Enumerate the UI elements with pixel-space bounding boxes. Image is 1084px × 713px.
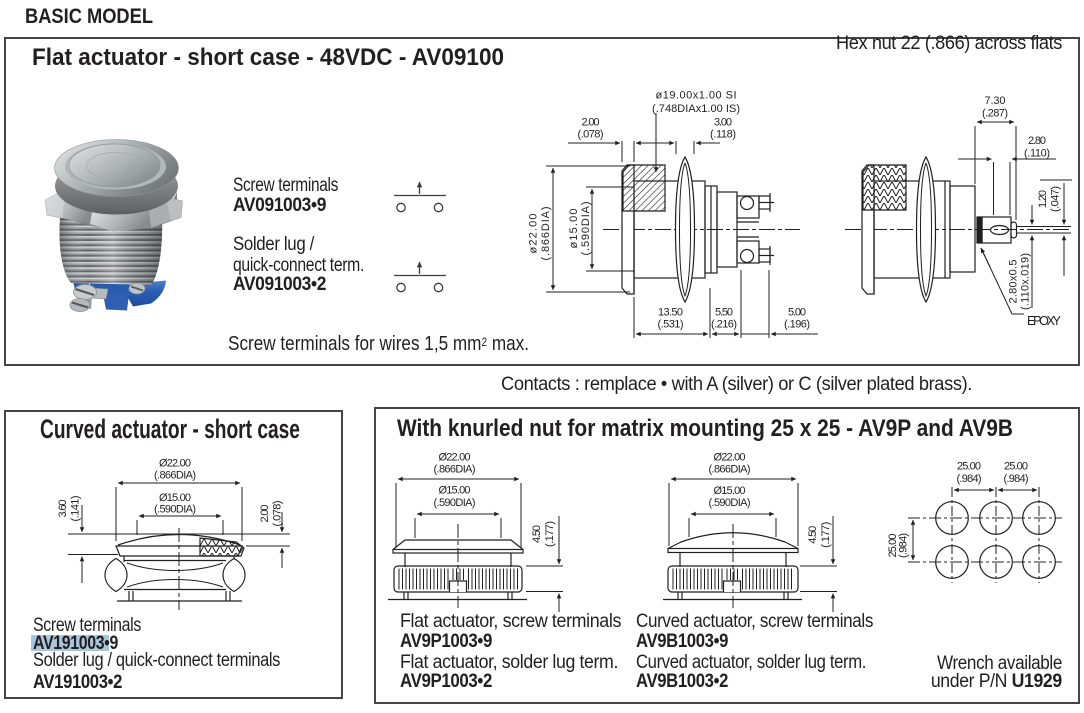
svg-text:ø19.00x1.00 SI: ø19.00x1.00 SI bbox=[656, 90, 737, 102]
svg-text:25.00: 25.00 bbox=[957, 460, 981, 472]
svg-text:7.30: 7.30 bbox=[985, 95, 1006, 107]
svg-text:(.078): (.078) bbox=[578, 129, 604, 141]
svg-text:(.984): (.984) bbox=[957, 473, 982, 485]
svg-text:(.110): (.110) bbox=[1024, 148, 1050, 160]
svg-text:2.00: 2.00 bbox=[259, 505, 271, 523]
svg-text:5.00: 5.00 bbox=[788, 307, 806, 319]
svg-text:25.00: 25.00 bbox=[1004, 460, 1028, 472]
svg-text:ø22.00: ø22.00 bbox=[528, 214, 540, 254]
svg-text:2.80: 2.80 bbox=[1028, 135, 1046, 147]
svg-text:EPOXY: EPOXY bbox=[1027, 314, 1062, 328]
svg-text:ø15.00: ø15.00 bbox=[568, 209, 580, 249]
svg-text:Ø22.00: Ø22.00 bbox=[714, 452, 746, 464]
svg-text:3.60: 3.60 bbox=[57, 500, 69, 518]
svg-text:Ø15.00: Ø15.00 bbox=[159, 492, 191, 504]
svg-text:(.177): (.177) bbox=[544, 521, 556, 547]
svg-text:Ø22.00: Ø22.00 bbox=[439, 452, 471, 464]
svg-text:(.590DIA): (.590DIA) bbox=[154, 504, 196, 516]
svg-text:(.984): (.984) bbox=[898, 533, 910, 558]
svg-text:(.866DIA): (.866DIA) bbox=[709, 464, 751, 476]
svg-text:(.196): (.196) bbox=[784, 319, 810, 331]
svg-text:(.531): (.531) bbox=[658, 319, 684, 331]
svg-text:(.110x.019): (.110x.019) bbox=[1020, 253, 1032, 310]
svg-text:(.078): (.078) bbox=[272, 501, 284, 527]
svg-text:4.50: 4.50 bbox=[807, 526, 819, 544]
svg-text:25.00: 25.00 bbox=[887, 534, 899, 558]
svg-text:2.80x0.5: 2.80x0.5 bbox=[1008, 260, 1020, 304]
svg-text:5.50: 5.50 bbox=[715, 307, 733, 319]
svg-text:4.50: 4.50 bbox=[531, 525, 543, 543]
svg-text:Ø22.00: Ø22.00 bbox=[159, 458, 191, 470]
svg-text:(.047): (.047) bbox=[1050, 186, 1062, 212]
svg-text:(.866DIA): (.866DIA) bbox=[434, 464, 476, 476]
svg-text:(.748DIAx1.00 IS): (.748DIAx1.00 IS) bbox=[652, 103, 740, 115]
svg-text:2.00: 2.00 bbox=[582, 117, 600, 129]
svg-text:Ø15.00: Ø15.00 bbox=[439, 485, 471, 497]
svg-text:(.590DIA): (.590DIA) bbox=[580, 202, 592, 256]
svg-text:(.866DIA): (.866DIA) bbox=[540, 207, 552, 261]
svg-text:1.20: 1.20 bbox=[1037, 190, 1049, 208]
svg-text:Ø15.00: Ø15.00 bbox=[714, 485, 746, 497]
svg-text:(.118): (.118) bbox=[710, 129, 736, 141]
svg-text:(.141): (.141) bbox=[70, 496, 82, 522]
svg-text:(.177): (.177) bbox=[820, 522, 832, 548]
svg-text:(.590DIA): (.590DIA) bbox=[709, 497, 751, 509]
svg-text:(.216): (.216) bbox=[711, 319, 737, 331]
svg-text:(.590DIA): (.590DIA) bbox=[434, 497, 476, 509]
svg-text:3.00: 3.00 bbox=[714, 117, 732, 129]
svg-text:13.50: 13.50 bbox=[658, 307, 683, 319]
svg-text:(.287): (.287) bbox=[982, 108, 1008, 120]
svg-text:(.866DIA): (.866DIA) bbox=[154, 470, 196, 482]
svg-text:(.984): (.984) bbox=[1004, 473, 1029, 485]
